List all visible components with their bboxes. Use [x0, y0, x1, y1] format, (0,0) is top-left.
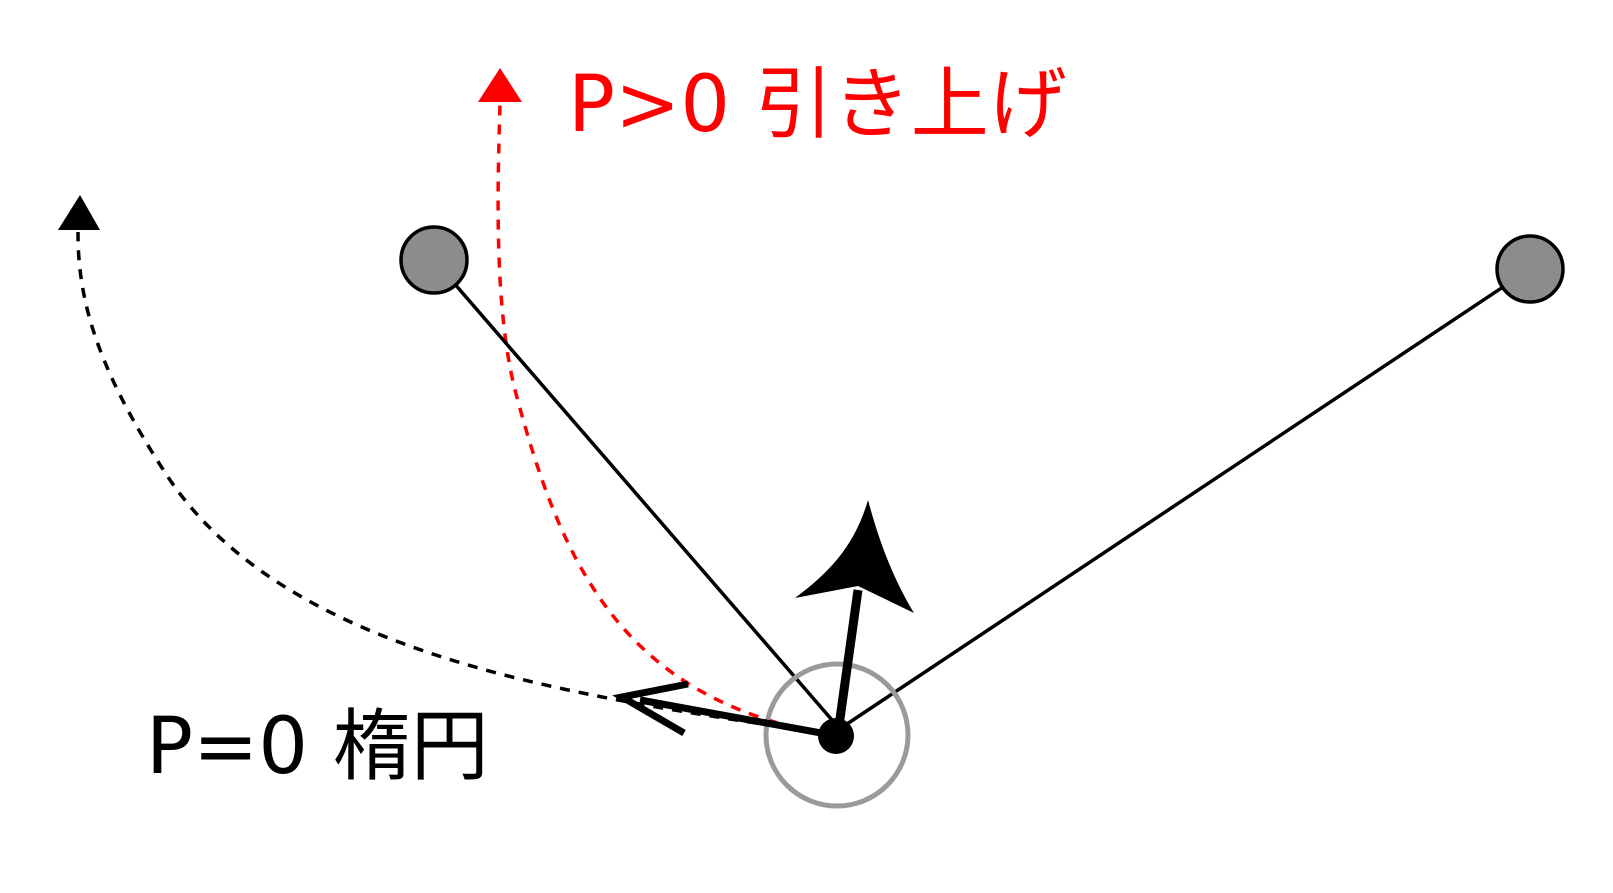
velocity-vector-head: [612, 680, 689, 737]
velocity-vector-shaft: [639, 696, 833, 739]
left-link-line: [432, 258, 834, 722]
central-ring: [763, 661, 911, 809]
lift-trajectory-arrowhead: [478, 68, 522, 102]
ellipse-trajectory-arrowhead: [58, 195, 100, 230]
central-point: [818, 718, 854, 754]
ellipse-trajectory-path: [76, 231, 833, 737]
left-body-node: [399, 225, 469, 295]
lift-trajectory-path: [496, 104, 833, 737]
ellipse-label: P=0 楕円: [146, 702, 489, 792]
right-link-line: [837, 267, 1531, 732]
lift-vector-shaft: [833, 589, 863, 734]
lift-label: P>0 引き上げ: [568, 60, 1067, 150]
lift-vector-head: [795, 500, 914, 613]
right-body-node: [1495, 234, 1565, 304]
